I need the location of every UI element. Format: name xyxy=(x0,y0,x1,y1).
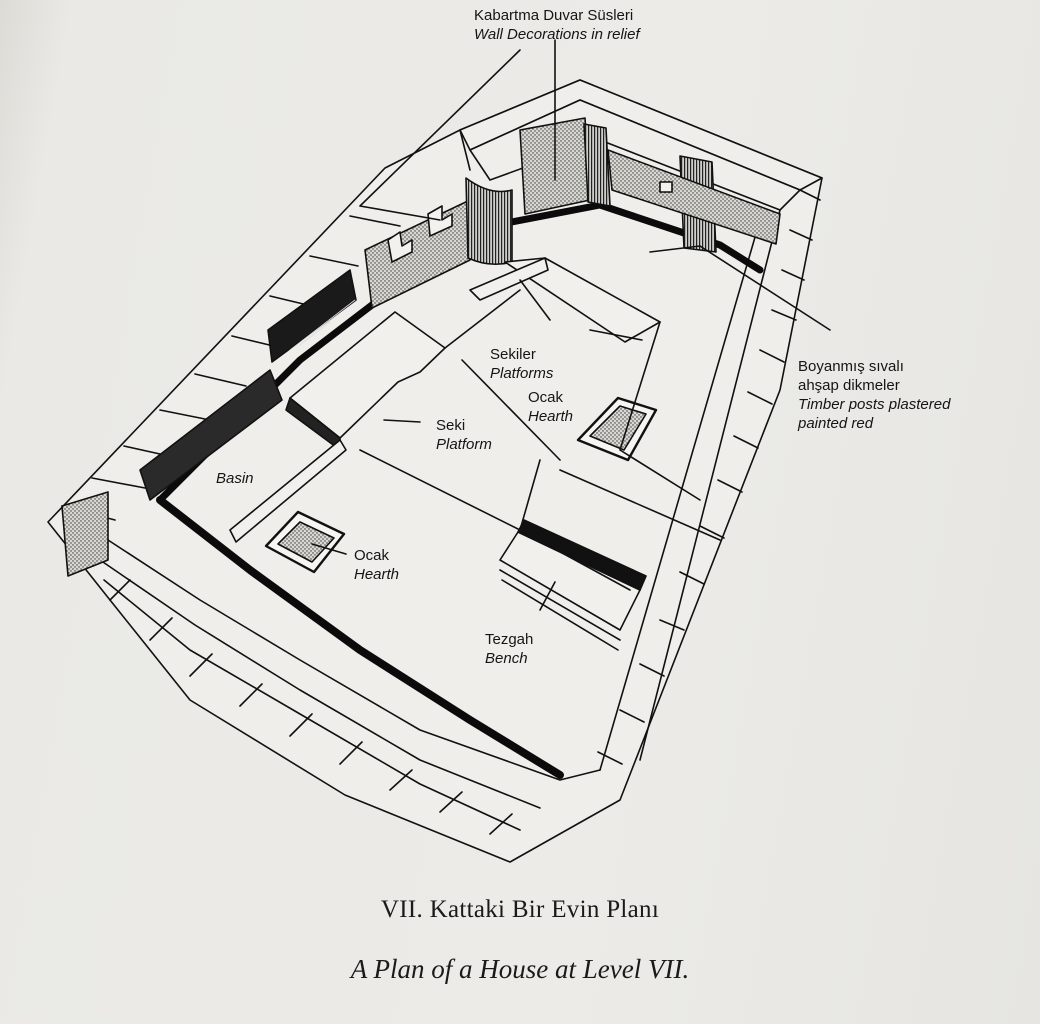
label-wall-decorations: Kabartma Duvar Süsleri Wall Decorations … xyxy=(474,7,640,43)
relief-1 xyxy=(387,231,413,263)
label-hearth-lower: Ocak Hearth xyxy=(354,547,400,583)
caption-turkish: VII. Kattaki Bir Evin Planı xyxy=(380,896,660,923)
leader-hearth-lower xyxy=(311,543,347,555)
label-timber-posts: Boyanmış sıvalı ahşap dikmeler Timber po… xyxy=(798,358,951,432)
label-basin: Basin xyxy=(216,470,254,487)
leader-bench xyxy=(539,581,556,611)
relief-2 xyxy=(427,205,453,237)
leader-wall-decorations xyxy=(359,39,556,221)
timber-post-2 xyxy=(583,123,611,207)
timber-post-1 xyxy=(465,177,513,266)
leader-platforms xyxy=(519,279,643,341)
wall-panel-dark xyxy=(267,269,357,363)
house-plan-drawing xyxy=(47,39,831,863)
label-platforms: Sekiler Platforms xyxy=(490,346,554,382)
caption-english: A Plan of a House at Level VII. xyxy=(350,954,690,984)
label-bench: Tezgah Bench xyxy=(485,631,534,667)
left-wall-face xyxy=(61,491,109,577)
floor-edge xyxy=(156,201,764,504)
leader-timber-posts xyxy=(649,245,831,331)
wall-blocks-right xyxy=(597,189,821,765)
label-platform: Seki Platform xyxy=(436,417,492,453)
basin-channel xyxy=(229,439,347,543)
outer-wall xyxy=(47,79,823,863)
leader-platform xyxy=(383,419,421,423)
label-hearth-upper: Ocak Hearth xyxy=(528,389,574,425)
wall-blocks-bottom xyxy=(109,579,513,835)
